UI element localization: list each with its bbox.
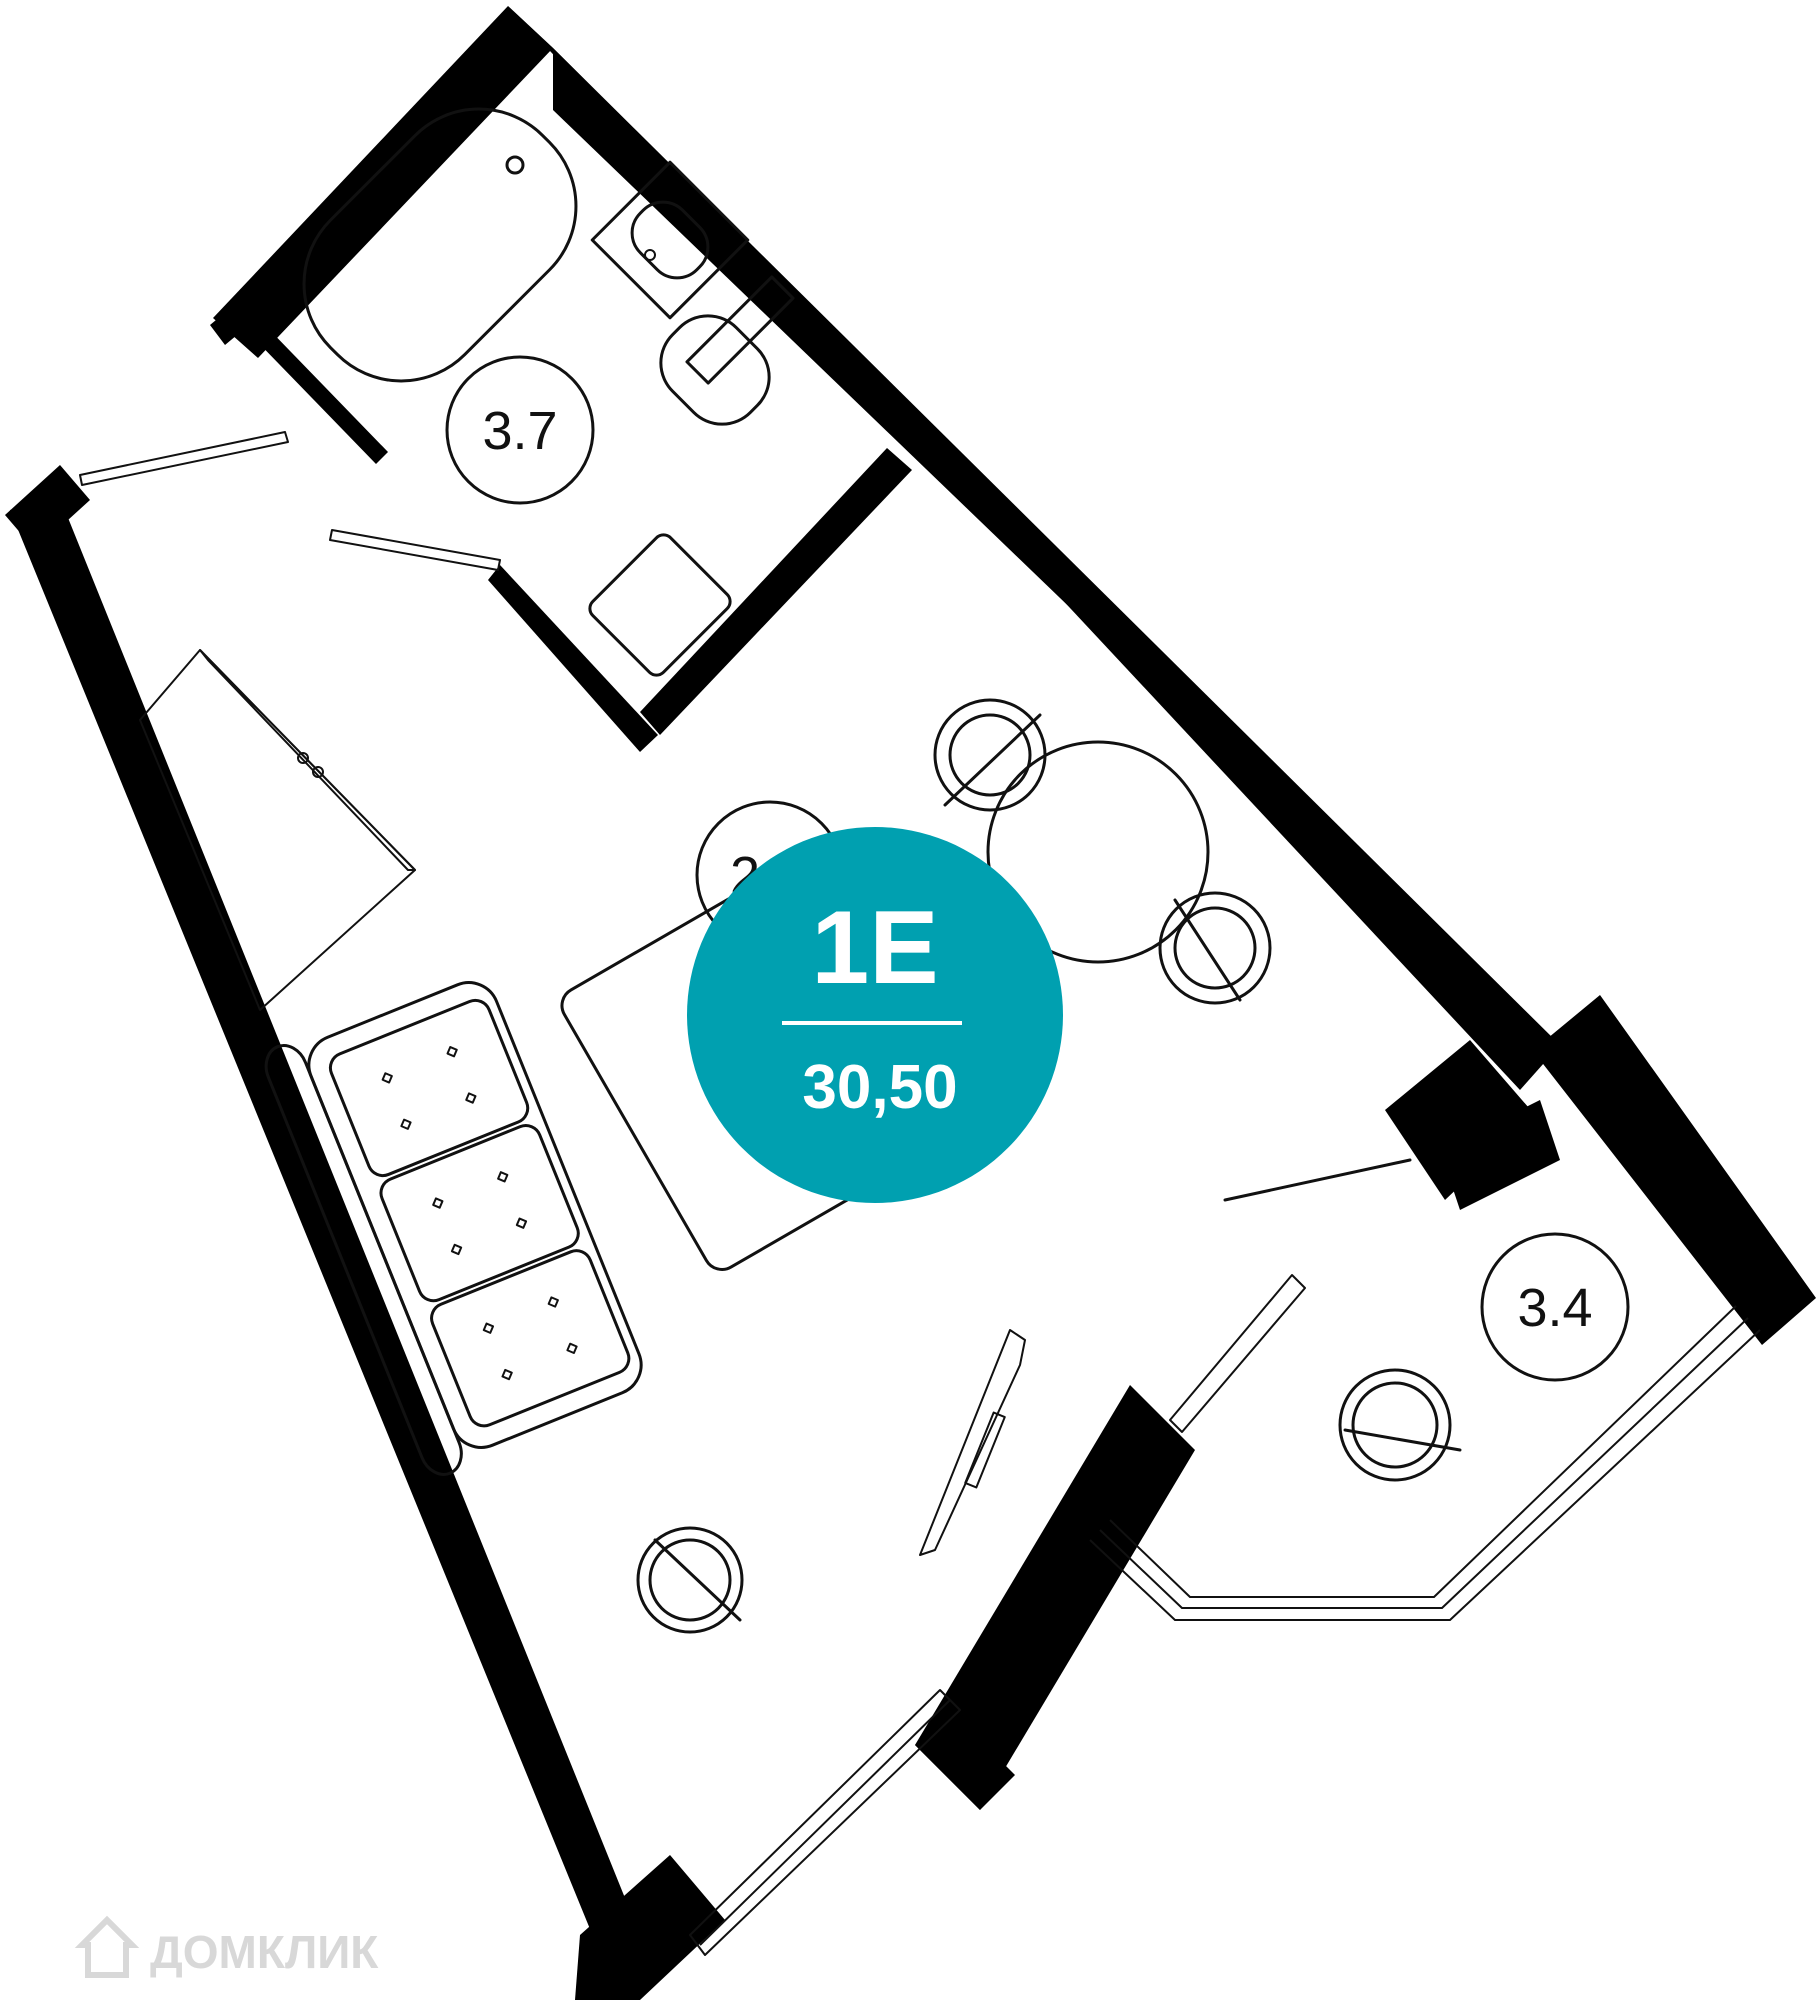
balcony-wall-block: [915, 1385, 1195, 1810]
apartment-code: 1E: [811, 890, 938, 1006]
left-exterior-wall: [10, 498, 650, 1978]
furniture: [139, 107, 1462, 1634]
balcony-glazing-inner: [1109, 1305, 1737, 1598]
bathtub: [302, 107, 578, 383]
hall-chair: [588, 533, 732, 677]
left-corner-block: [5, 465, 90, 550]
room-label-bathroom: 3.7: [445, 355, 595, 505]
balcony-glazing-mid: [1099, 1317, 1749, 1609]
tv-stand: [919, 1329, 1026, 1556]
openings: [79, 431, 1761, 1956]
tv-screen: [964, 1411, 1006, 1489]
bottom-corner-block: [575, 1855, 725, 2000]
balcony-pillar-upper: [1385, 1040, 1535, 1200]
apartment-total-area: 30,50: [802, 1053, 957, 1122]
bathroom-door: [329, 529, 501, 571]
balcony-chair: [1338, 1368, 1462, 1482]
wardrobe-knob-1: [297, 752, 309, 764]
entrance-door: [79, 431, 289, 486]
dining-table: [986, 740, 1210, 964]
right-wall-upper: [553, 48, 1816, 1345]
bathroom-partition-lower: [488, 565, 658, 752]
apartment-badge: 1E 30,50: [687, 827, 1063, 1203]
balcony-window-leaf: [1169, 1274, 1306, 1433]
sink-drain: [644, 249, 656, 261]
sink-counter: [590, 160, 750, 320]
upper-left-stub: [210, 300, 255, 345]
badge-circle: [687, 827, 1063, 1203]
watermark: ДОМКЛИК: [74, 1915, 379, 1978]
wardrobe-door: [199, 649, 416, 871]
balcony-glazing-outer: [1089, 1329, 1761, 1621]
dining-chair-2: [1158, 891, 1272, 1005]
room-label-balcony: 3.4: [1480, 1232, 1630, 1382]
balcony-area: 3.4: [1517, 1278, 1592, 1338]
armchair: [636, 1526, 744, 1634]
dining-chair-1: [933, 698, 1047, 812]
sofa: [264, 981, 643, 1476]
bathroom-bottom-wall: [248, 320, 388, 464]
bottom-window: [689, 1689, 961, 1956]
walls: [5, 6, 1816, 2000]
watermark-text: ДОМКЛИК: [150, 1926, 379, 1978]
balcony-door: [1223, 1158, 1412, 1202]
balcony-pillar-lower: [1440, 1100, 1560, 1210]
bathroom-top-wall: [213, 6, 553, 358]
sink-basin: [630, 200, 710, 280]
wardrobe-knob-2: [312, 766, 324, 778]
toilet-bowl: [659, 314, 771, 426]
bathtub-drain: [505, 155, 525, 175]
balcony-wall-block-lower: [915, 1710, 1015, 1810]
house-icon: [74, 1915, 140, 1978]
bathroom-right-partition: [640, 448, 912, 735]
bathroom-area: 3.7: [482, 401, 557, 461]
bottom-window-mid: [699, 1699, 951, 1946]
